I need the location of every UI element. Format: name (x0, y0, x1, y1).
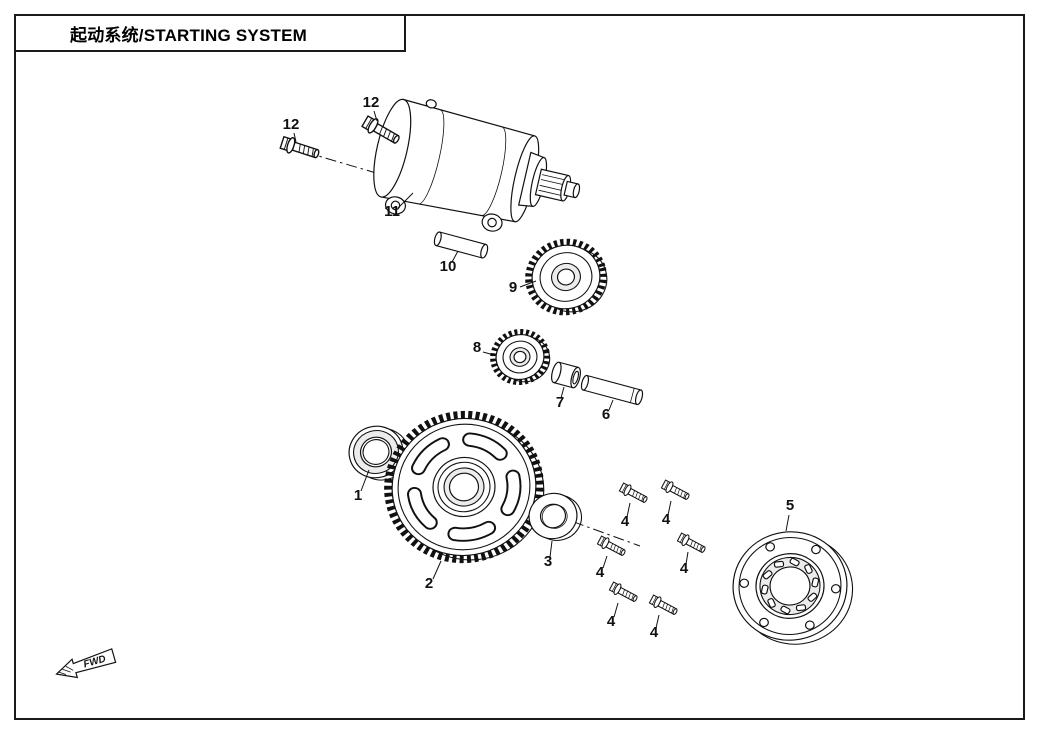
motor-mount-ear (481, 213, 503, 232)
leader-line-4d (685, 551, 689, 565)
part-label-4d: 4 (680, 560, 689, 577)
leader-line-4e (613, 602, 619, 618)
motor-mount-ear (384, 196, 407, 215)
leader-line-1 (360, 469, 370, 492)
bolt-4-d (676, 531, 708, 556)
idler-gear-9 (525, 238, 608, 316)
starter-clutch-5 (732, 531, 854, 645)
part-label-9: 9 (509, 279, 517, 296)
starter-driven-gear-2 (384, 410, 545, 564)
leader-line-4a (626, 502, 631, 518)
part-label-6: 6 (602, 406, 610, 423)
leader-line-12b (373, 110, 378, 122)
shaft-6 (580, 374, 644, 406)
part-label-1: 1 (354, 487, 362, 504)
motor-tie-bolt-icon (425, 99, 437, 109)
gear-lightening-slots (406, 432, 522, 542)
leader-line-4b (667, 500, 672, 516)
leader-line-11 (397, 192, 414, 209)
part-label-4a: 4 (621, 513, 630, 530)
page-frame (14, 14, 1025, 720)
part-label-12b: 12 (363, 94, 380, 111)
centerline-bolt12-motor (304, 151, 421, 187)
washer-3 (528, 492, 583, 541)
leader-line-5 (785, 514, 790, 532)
part-label-4f: 4 (650, 624, 659, 641)
bolt-12-a (278, 134, 322, 163)
fwd-arrow: FWD (55, 648, 117, 679)
leader-line-8 (482, 351, 495, 356)
gear-8 (490, 328, 551, 386)
page-title: 起动系统/STARTING SYSTEM (70, 25, 307, 45)
leader-line-4c (602, 555, 608, 569)
part-label-3: 3 (544, 553, 552, 570)
bolt-4-c (596, 534, 628, 559)
part-label-5: 5 (786, 497, 794, 514)
bolt-4-a (618, 481, 650, 506)
leader-line-2 (432, 560, 442, 580)
part-label-8: 8 (473, 339, 481, 356)
part-label-11: 11 (384, 203, 400, 220)
part-label-2: 2 (425, 575, 433, 592)
pin-10 (433, 231, 489, 259)
bolt-4-f (648, 593, 680, 618)
title-box: 起动系统/STARTING SYSTEM (14, 14, 406, 52)
bolt-4-e (608, 580, 640, 605)
leader-line-6 (608, 399, 614, 411)
part-label-4c: 4 (596, 564, 605, 581)
bolt-4-b (660, 478, 692, 503)
leader-line-9 (519, 280, 537, 288)
leader-line-3 (549, 540, 553, 558)
leader-line-7 (560, 386, 565, 399)
starter-motor (373, 98, 581, 232)
part-label-12a: 12 (283, 116, 300, 133)
leader-line-12a (293, 132, 297, 143)
leader-line-10 (451, 250, 459, 263)
part-label-4b: 4 (662, 511, 671, 528)
leader-line-4f (655, 614, 660, 629)
clutch-sprags (760, 557, 820, 615)
clutch-bolt-holes (739, 542, 841, 630)
part-label-7: 7 (556, 394, 564, 411)
part-label-10: 10 (440, 258, 457, 275)
part-label-4e: 4 (607, 613, 616, 630)
bushing-7 (551, 361, 581, 389)
